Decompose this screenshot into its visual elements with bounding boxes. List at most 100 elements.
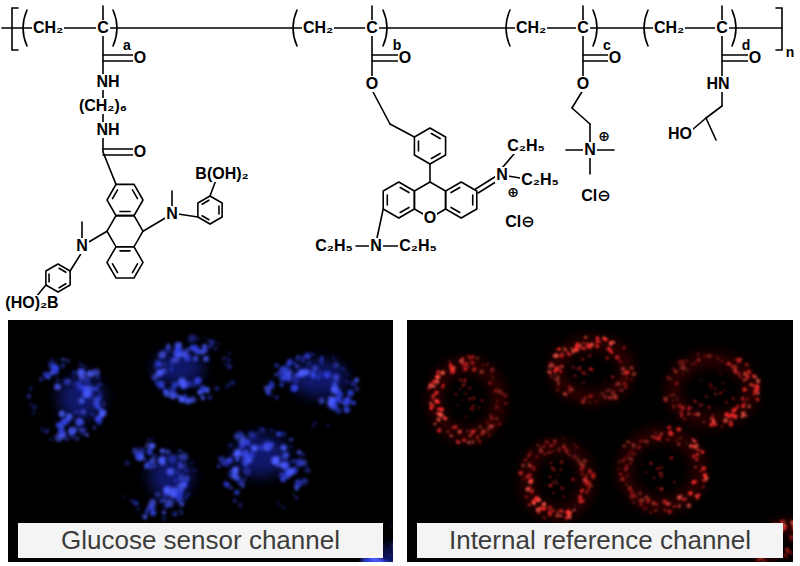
mitochondria-spot — [434, 423, 437, 426]
mitochondria-spot — [623, 381, 627, 385]
vesicle-spot — [63, 418, 70, 425]
mitochondria-spot — [578, 496, 582, 500]
mitochondria-spot — [614, 396, 619, 401]
vesicle-spot — [292, 376, 299, 383]
mitochondria-spot — [674, 370, 678, 374]
cell-glow-blob — [235, 434, 288, 476]
membrane-spot — [60, 365, 64, 369]
mitochondria-spot — [439, 407, 444, 412]
inner-spot — [556, 482, 558, 484]
inner-spot — [553, 482, 555, 484]
mitochondria-spot — [744, 371, 746, 373]
membrane-spot — [225, 386, 228, 389]
mitochondria-spot — [627, 453, 630, 456]
vesicle-spot — [180, 502, 184, 506]
mitochondria-spot — [538, 448, 542, 452]
mitochondria-spot — [527, 454, 531, 458]
aromatic-bond — [218, 206, 220, 214]
bond-line — [721, 36, 723, 78]
membrane-spot — [172, 512, 177, 517]
aromatic-bond — [400, 187, 409, 192]
mitochondria-spot — [745, 363, 749, 367]
vesicle-spot — [177, 482, 185, 490]
atom-label: C — [96, 20, 110, 36]
mitochondria-spot — [705, 476, 709, 480]
vesicle-spot — [175, 495, 182, 502]
mitochondria-spot — [440, 370, 445, 375]
vesicle-spot — [276, 431, 281, 436]
membrane-spot — [123, 495, 126, 498]
vesicle-spot — [318, 397, 324, 403]
mitochondria-spot — [624, 371, 629, 376]
vesicle-spot — [354, 378, 359, 383]
mitochondria-spot — [707, 354, 712, 359]
mitochondria-spot — [591, 475, 595, 479]
mitochondria-spot — [459, 359, 464, 364]
vesicle-spot — [169, 387, 176, 394]
mitochondria-spot — [625, 377, 627, 379]
group-label: NH — [95, 74, 120, 90]
mitochondria-spot — [573, 509, 575, 511]
vesicle-spot — [153, 465, 156, 468]
mitochondria-spot — [575, 446, 578, 449]
inner-spot — [459, 388, 462, 391]
mitochondria-spot — [563, 347, 566, 350]
vesicle-spot — [182, 482, 186, 486]
mitochondria-spot — [701, 450, 705, 454]
inner-spot — [714, 392, 717, 395]
mitochondria-spot — [696, 496, 700, 500]
mitochondria-spot — [553, 450, 555, 452]
mitochondria-spot — [763, 558, 765, 560]
mitochondria-spot — [721, 425, 723, 427]
mitochondria-spot — [612, 341, 615, 344]
mitochondria-spot — [741, 411, 745, 415]
mitochondria-spot — [621, 478, 623, 480]
mitochondria-spot — [495, 389, 498, 392]
vesicle-spot — [183, 398, 187, 402]
inner-spot — [701, 404, 704, 407]
mitochondria-spot — [531, 499, 536, 504]
inner-spot — [785, 555, 788, 558]
mitochondria-spot — [738, 357, 742, 361]
vesicle-spot — [178, 449, 181, 452]
vesicle-spot — [171, 487, 177, 493]
membrane-spot — [278, 372, 281, 375]
mitochondria-spot — [736, 405, 739, 408]
vesicle-spot — [319, 372, 322, 375]
aromatic-bond — [132, 190, 137, 199]
inner-spot — [659, 472, 662, 475]
mitochondria-spot — [488, 381, 492, 385]
mitochondria-spot — [476, 357, 479, 360]
inner-spot — [468, 386, 471, 389]
vesicle-spot — [168, 455, 176, 463]
mitochondria-spot — [605, 390, 607, 392]
vesicle-spot — [145, 442, 153, 450]
mitochondria-spot — [673, 505, 676, 508]
membrane-spot — [257, 432, 260, 435]
mitochondria-spot — [498, 391, 501, 394]
atom-label: O — [423, 210, 437, 226]
vesicle-spot — [244, 439, 251, 446]
vesicle-spot — [260, 448, 263, 451]
mitochondria-spot — [693, 362, 696, 365]
vesicle-spot — [164, 391, 170, 397]
vesicle-spot — [75, 418, 83, 426]
mitochondria-spot — [550, 443, 554, 447]
inner-spot — [552, 467, 556, 471]
inner-spot — [471, 408, 474, 411]
vesicle-spot — [199, 385, 206, 392]
mitochondria-spot — [553, 365, 555, 367]
mitochondria-spot — [599, 341, 601, 343]
inner-spot — [659, 487, 663, 491]
inner-spot — [455, 393, 458, 396]
mitochondria-spot — [741, 397, 744, 400]
vesicle-spot — [312, 365, 318, 371]
inner-spot — [606, 357, 609, 360]
vesicle-spot — [163, 352, 166, 355]
atom-label: O — [398, 50, 412, 66]
inner-spot — [468, 397, 472, 401]
mitochondria-spot — [655, 431, 657, 433]
aromatic-bond — [48, 274, 50, 282]
bond-line — [371, 36, 373, 78]
parenthesis — [593, 10, 597, 46]
